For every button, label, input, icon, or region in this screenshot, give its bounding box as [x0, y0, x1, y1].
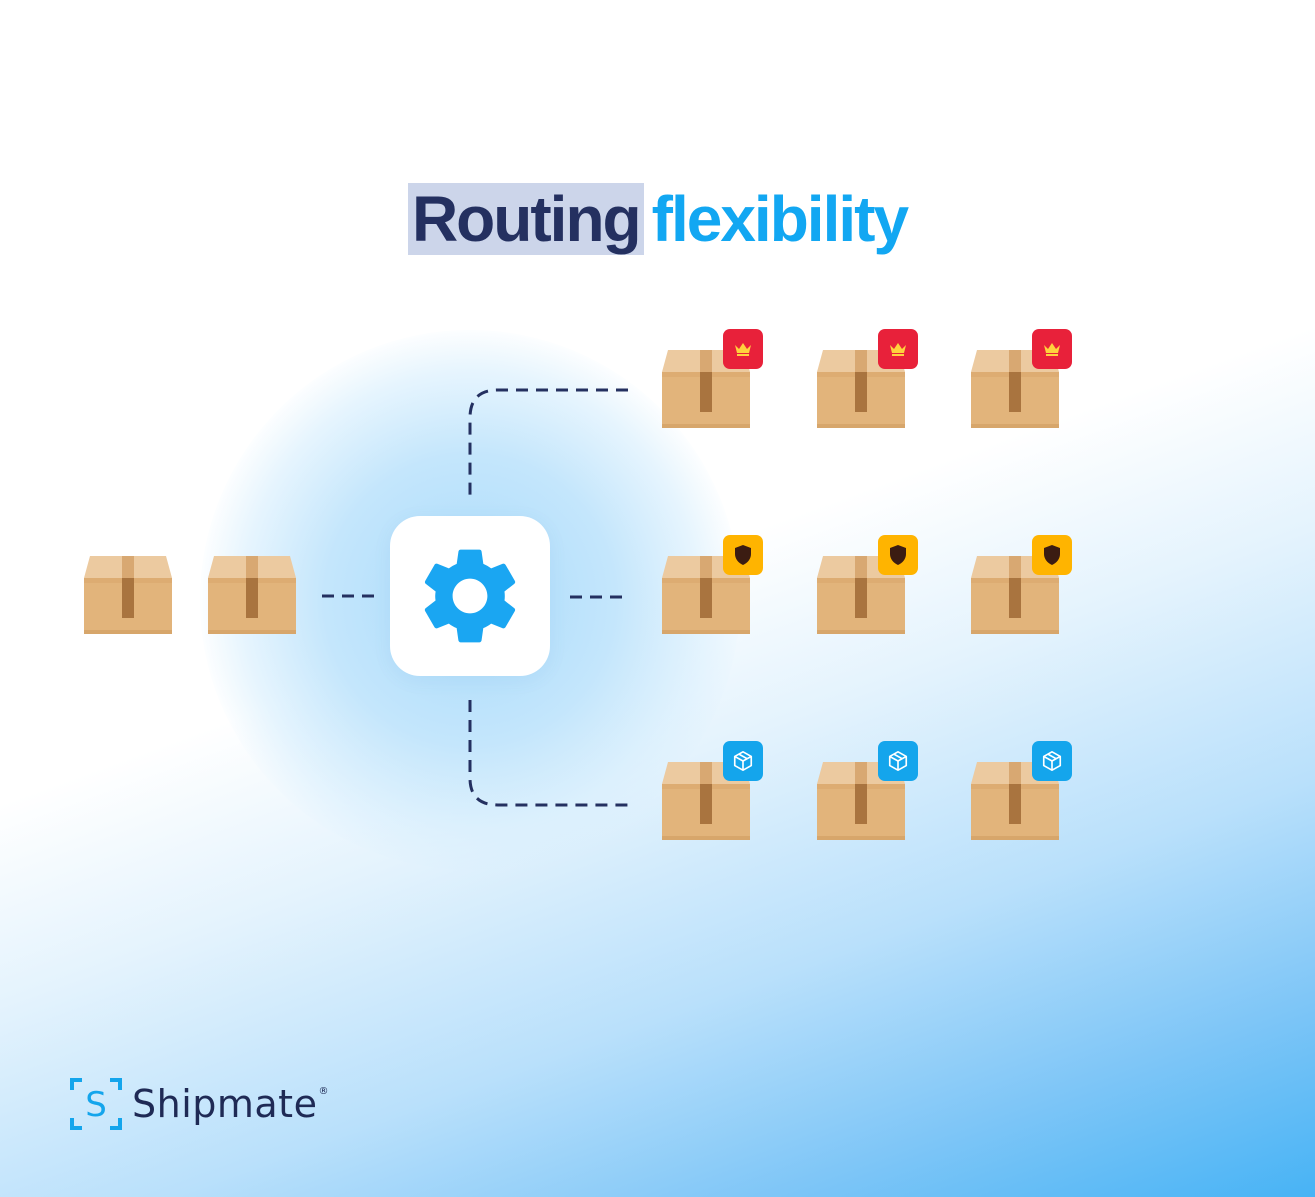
crown-icon — [733, 340, 753, 358]
logo-name: Shipmate — [132, 1082, 318, 1126]
registered-mark: ® — [318, 1086, 329, 1097]
shield-icon — [733, 544, 753, 566]
package-badge — [723, 741, 763, 781]
title-word-flexibility: flexibility — [651, 183, 909, 255]
output-package — [660, 554, 752, 636]
input-package — [82, 554, 174, 636]
output-package — [660, 348, 752, 430]
shield-badge — [723, 535, 763, 575]
output-package — [815, 760, 907, 842]
shipmate-logo: S Shipmate® — [68, 1076, 329, 1132]
shield-icon — [888, 544, 908, 566]
crown-badge — [878, 329, 918, 369]
logo-mark-letter: S — [85, 1085, 107, 1125]
crown-badge — [723, 329, 763, 369]
package-icon — [732, 750, 754, 772]
shield-badge — [1032, 535, 1072, 575]
package-icon — [1041, 750, 1063, 772]
logo-wordmark: Shipmate® — [132, 1082, 329, 1126]
top-output-connector — [468, 388, 628, 498]
output-package — [660, 760, 752, 842]
input-package — [206, 554, 298, 636]
shield-icon — [1042, 544, 1062, 566]
crown-badge — [1032, 329, 1072, 369]
package-badge — [1032, 741, 1072, 781]
crown-icon — [1042, 340, 1062, 358]
logo-mark: S — [70, 1078, 122, 1130]
crown-icon — [888, 340, 908, 358]
package-badge — [878, 741, 918, 781]
gear-icon — [424, 549, 516, 643]
title-word-routing: Routing — [407, 183, 644, 255]
routing-engine-tile — [390, 516, 550, 676]
shield-badge — [878, 535, 918, 575]
bottom-output-connector — [468, 700, 628, 807]
package-icon — [887, 750, 909, 772]
